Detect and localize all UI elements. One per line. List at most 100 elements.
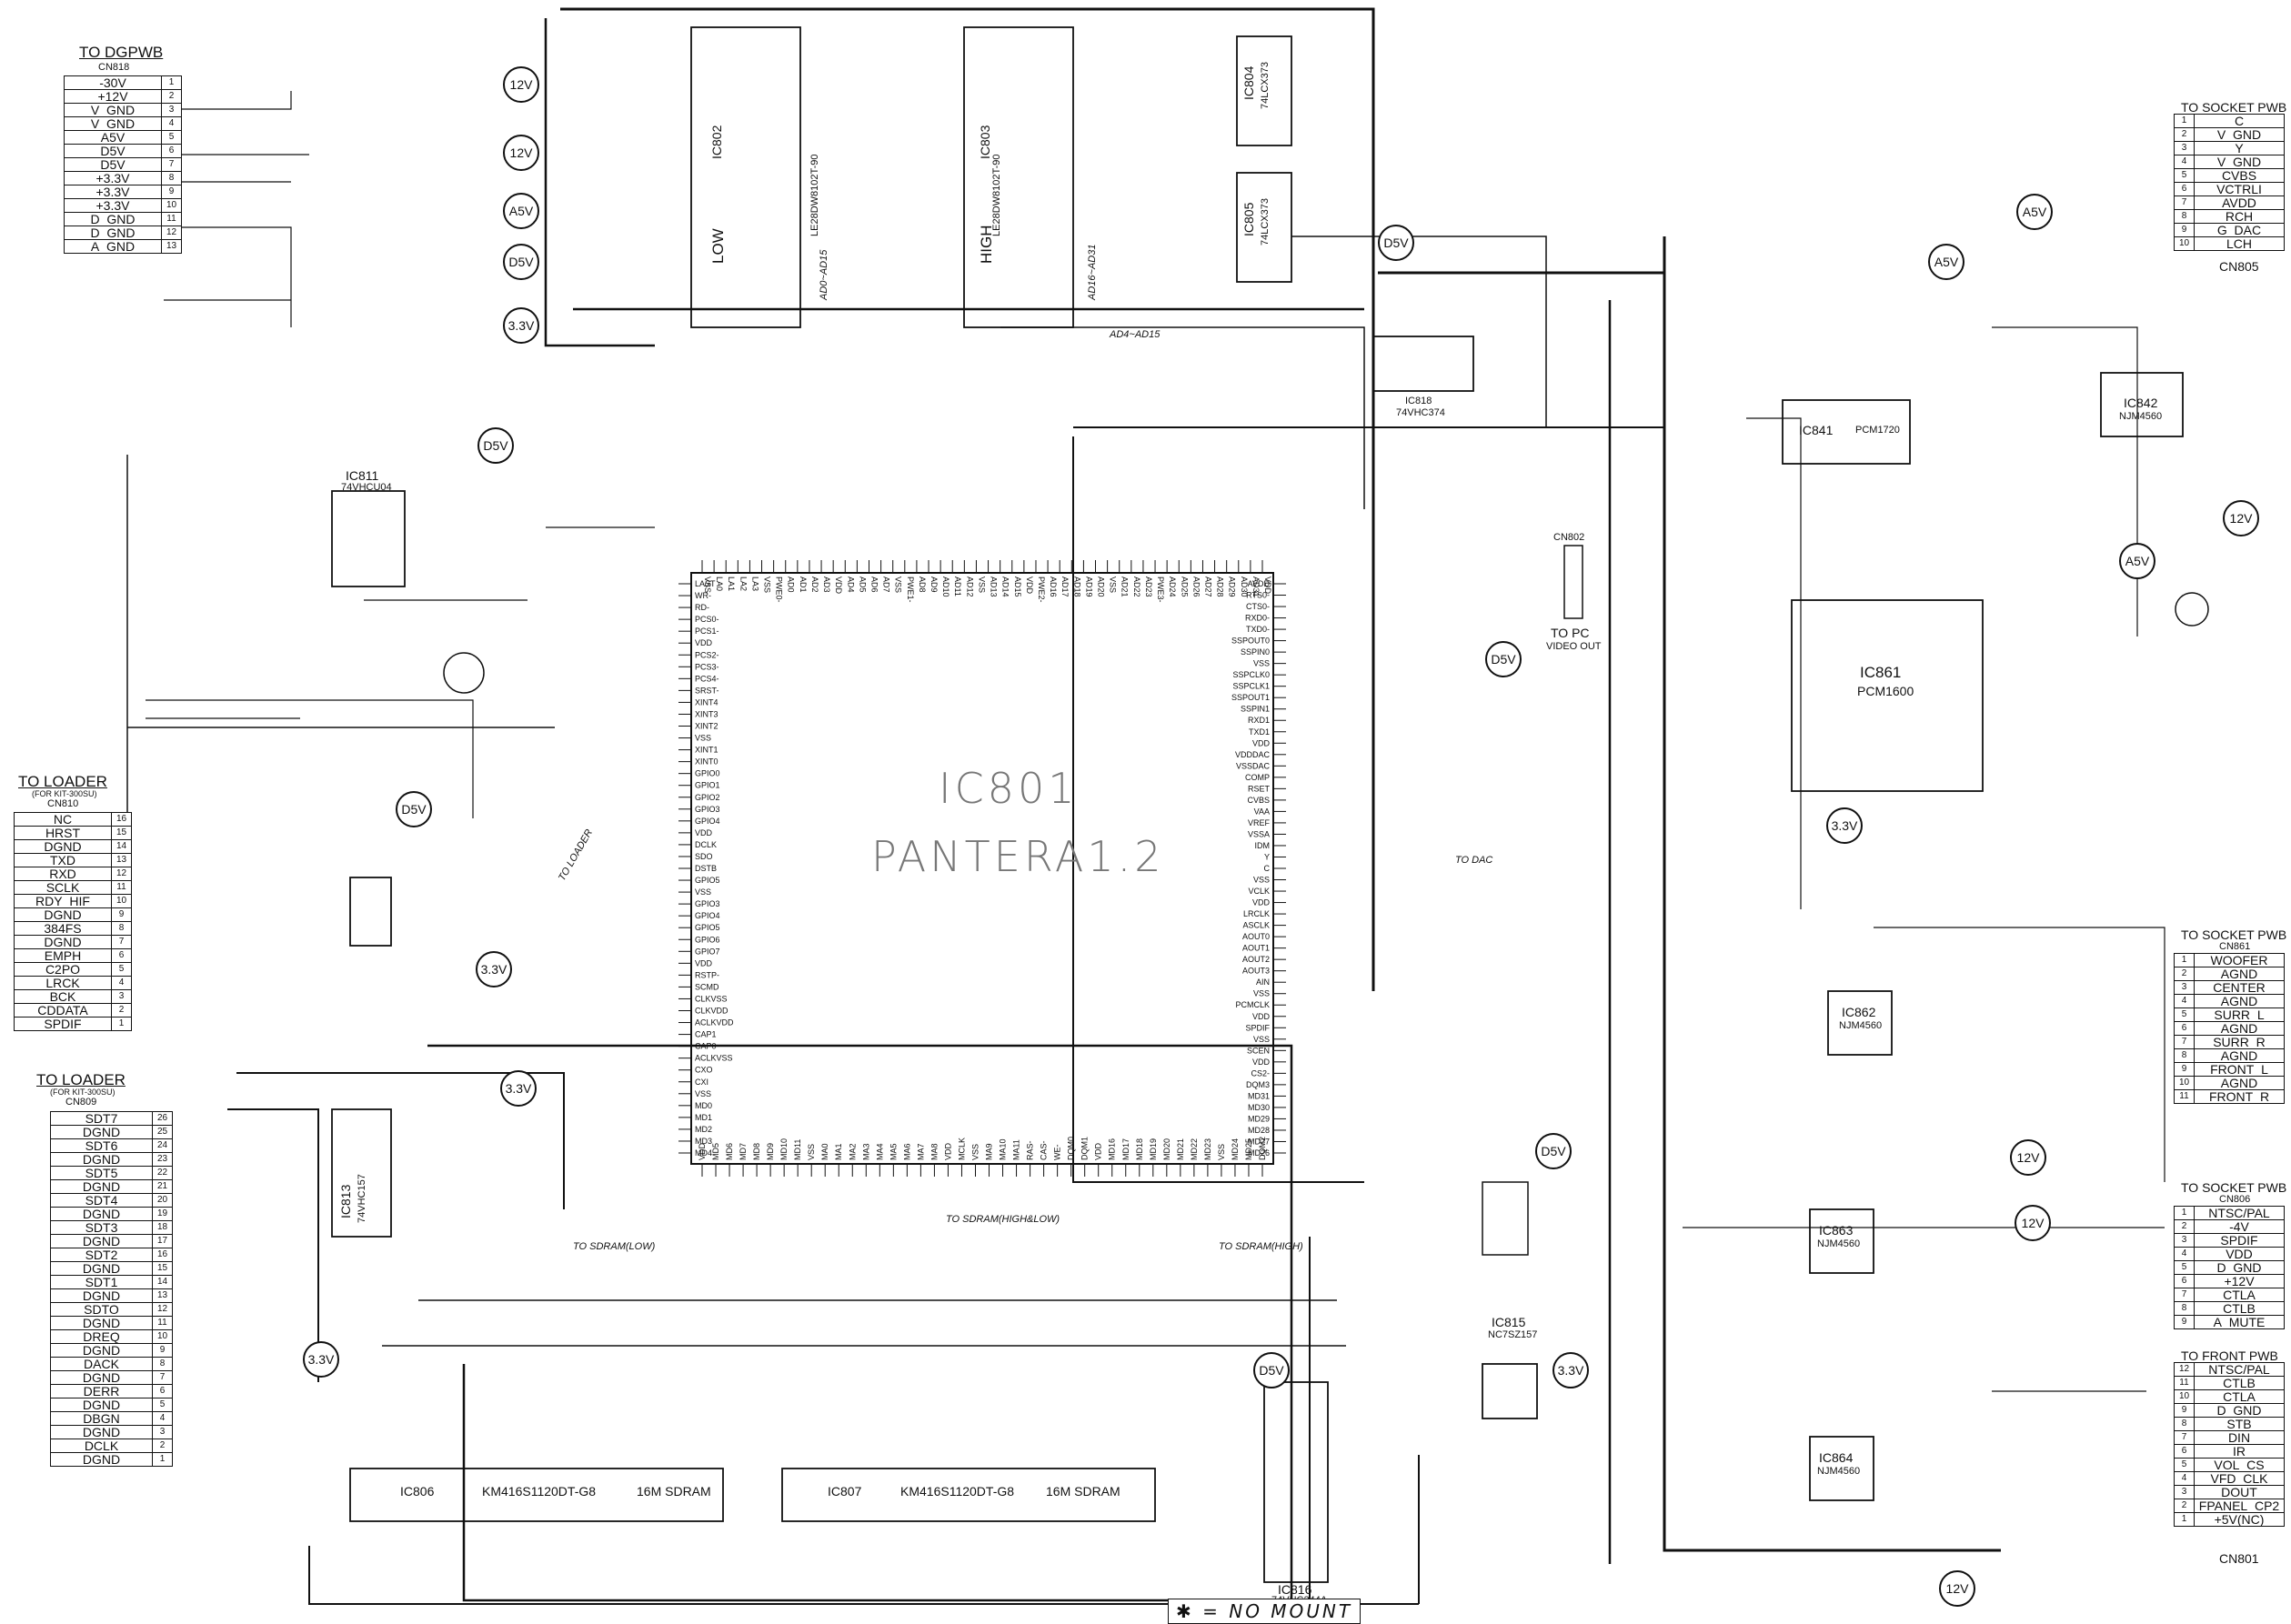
rail-r12d: 12V	[2010, 1139, 2046, 1176]
cn861-pin-number: 2	[2174, 967, 2195, 981]
ic801-pin-label: MD7	[739, 1143, 748, 1160]
cn810-pin-label: DGND	[14, 907, 112, 922]
ic801-pin-label: LRCLK	[1243, 909, 1270, 918]
ic801-pin-label: MD26	[1248, 1148, 1270, 1158]
ic801-pin-label: VCLK	[1248, 887, 1270, 896]
ic801-pin-label: GPIO4	[695, 817, 720, 826]
ic801-pin-label: AD8	[918, 576, 927, 593]
cn818-pin-label: +3.3V	[64, 171, 162, 185]
cn809-pin-number: 20	[152, 1193, 173, 1208]
ic801-pin-label: SSPCLK0	[1232, 670, 1270, 679]
cn805-pin-label: V_GND	[2194, 127, 2285, 142]
ic818-body	[1372, 336, 1474, 392]
rail-d5v4: D5V	[396, 791, 432, 827]
ic801-pin-label: MD21	[1176, 1138, 1185, 1160]
video-out-label: VIDEO OUT	[1546, 641, 1602, 652]
ic801-pin-label: CTS0-	[1246, 602, 1270, 611]
cn861-pin-label: AGND	[2194, 1048, 2285, 1063]
ic806-part: KM416S1120DT-G8	[482, 1484, 597, 1499]
ic801-pin-label: VSS	[977, 576, 986, 593]
ic801-pin-label: MD27	[1248, 1137, 1270, 1146]
cn809-pin-label: DGND	[50, 1179, 153, 1194]
ic801-pin-label: RSTP-	[695, 970, 719, 979]
ic813-body	[331, 1108, 392, 1238]
ic801-pin-label: IDM	[1255, 841, 1271, 850]
cn818-pin-number: 13	[161, 239, 182, 254]
ic842-part: NJM4560	[2119, 411, 2163, 422]
rail-r12e: 12V	[2015, 1205, 2051, 1241]
cn809-pin-number: 23	[152, 1152, 173, 1167]
ic841-body	[1782, 399, 1911, 465]
cn861-pin-label: FRONT_R	[2194, 1089, 2285, 1104]
cn801-pin-number: 9	[2174, 1403, 2195, 1418]
rail-v33b: 3.3V	[476, 951, 512, 987]
ic801-pin-label: PWE1-	[906, 576, 915, 603]
ic801-pin-label: AD4	[846, 576, 855, 593]
ic801-pin-label: AOUT0	[1242, 932, 1270, 941]
ic801-pin-label: ACLKVSS	[695, 1054, 733, 1063]
rail-d5v1: D5V	[503, 244, 539, 280]
cn809-pin-label: DGND	[50, 1207, 153, 1221]
ic801-pin-label: AD1	[799, 576, 808, 593]
ic801-pin-label: DQM1	[1080, 1137, 1090, 1160]
ic801-pin-label: AD0	[787, 576, 796, 593]
ic811-body	[331, 490, 406, 587]
cn818-title: TO DGPWB	[79, 44, 164, 61]
cn810-pin-number: 8	[111, 921, 132, 936]
rail-d5v3: D5V	[1378, 225, 1414, 261]
ic801-pin-label: RTS0-	[1246, 591, 1270, 600]
cn818-pin-number: 8	[161, 171, 182, 185]
cn809-pin-label: SDT5	[50, 1166, 153, 1180]
cn818-pin-number: 1	[161, 75, 182, 90]
cn801-pin-label: FPANEL_CP2	[2194, 1499, 2285, 1513]
ic801-pin-label: VSSDAC	[1236, 761, 1271, 770]
ic801-pin-label: GPIO1	[695, 781, 720, 790]
cn818-pin-label: -30V	[64, 75, 162, 90]
ic801-pin-label: AOUT1	[1242, 944, 1270, 953]
cn809-pin-label: DGND	[50, 1398, 153, 1412]
ic801-right-pin-labels: AVDDRTS0-CTS0-RXD0-TXD0-SSPOUT0SSPIN0VSS…	[1231, 579, 1286, 1158]
ic801-pin-label: MA6	[902, 1143, 911, 1160]
ic801-pin-label: WE-	[1053, 1145, 1062, 1161]
ic801-pin-label: AD29	[1228, 576, 1237, 597]
cn810-pin-label: LRCK	[14, 976, 112, 990]
cn801-pin-label: CTLA	[2194, 1389, 2285, 1404]
cn801-pin-label: D_GND	[2194, 1403, 2285, 1418]
ic802-body	[690, 26, 801, 328]
rail-v33a: 3.3V	[503, 307, 539, 344]
ic801-pin-label: VSS	[1253, 989, 1270, 998]
ic801-pin-label: MD22	[1190, 1138, 1199, 1160]
cn861-pin-number: 7	[2174, 1035, 2195, 1049]
ic801-pin-label: XINT2	[695, 722, 718, 731]
ic801-pin-label: VDD	[1252, 1058, 1271, 1067]
ic804-ref: IC804	[1241, 65, 1256, 100]
cn818-pin-number: 6	[161, 144, 182, 158]
cn805-pin-label: G_DAC	[2194, 223, 2285, 237]
ic801-pin-label: AD14	[1001, 576, 1010, 597]
ic801-pin-label: ASCLK	[1242, 921, 1270, 930]
cn801-pin-number: 3	[2174, 1485, 2195, 1499]
ic801-pin-label: XINT3	[695, 709, 718, 718]
ic801-pin-label: PWE3-	[1156, 576, 1165, 603]
ic801-pin-label: AD16	[1049, 576, 1058, 597]
cn861-pin-label: WOOFER	[2194, 953, 2285, 967]
cn801-pin-label: VOL_CS	[2194, 1458, 2285, 1472]
cn809-pin-number: 1	[152, 1452, 173, 1467]
cn806-pin-label: +12V	[2194, 1274, 2285, 1288]
cn809-pin-number: 8	[152, 1357, 173, 1371]
ic801-pin-label: AD12	[965, 576, 974, 597]
